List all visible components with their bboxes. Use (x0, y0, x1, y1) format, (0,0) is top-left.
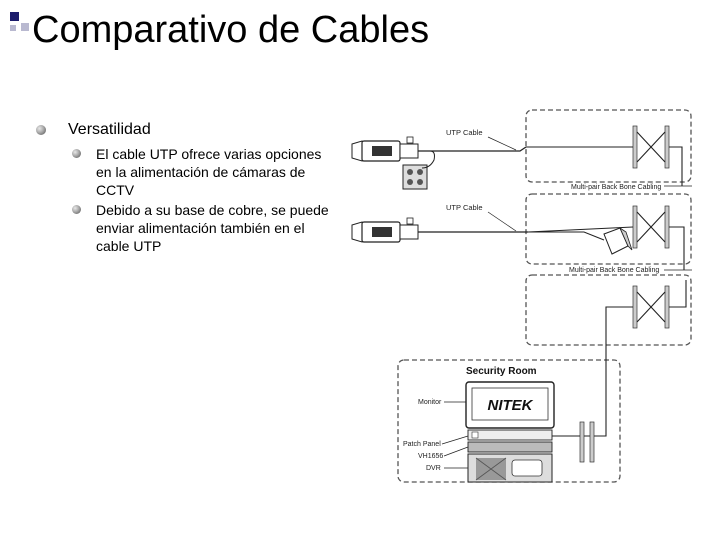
floor-zone-3 (525, 274, 692, 346)
page-title: Comparativo de Cables (32, 9, 430, 51)
bullet-list: Versatilidad El cable UTP ofrece varias … (36, 120, 336, 257)
cross-connect-floor-3 (584, 280, 687, 437)
bullet-icon (72, 205, 81, 214)
floor-zone-1 (525, 109, 692, 183)
bullet-text: Versatilidad (68, 121, 151, 138)
patch-panel-label-leader (441, 435, 469, 445)
power-box-link (528, 231, 605, 241)
bullet-versatilidad: Versatilidad (36, 120, 336, 139)
sub-bullet-text: Debido a su base de cobre, se puede envi… (96, 202, 329, 254)
monitor-icon (465, 381, 555, 429)
sub-bullet-text: El cable UTP ofrece varias opciones en l… (96, 146, 322, 198)
monitor-label: Monitor (418, 399, 442, 406)
deco-square-light-2 (10, 25, 16, 31)
patch-panel-icon (467, 429, 553, 441)
dvr-icon (467, 453, 553, 483)
cable-label-1-leader (487, 136, 517, 151)
backbone-label-2: Multi-pair Back Bone Cabling (569, 267, 659, 274)
utp-cable-label-1: UTP Cable (446, 128, 483, 137)
utp-cable-label-2: UTP Cable (446, 203, 483, 212)
vh1656-label: VH1656 (418, 453, 443, 460)
title-decoration (0, 0, 40, 40)
vh1656-unit-icon (467, 441, 553, 453)
bullet-icon (72, 149, 81, 158)
deco-square-dark (10, 12, 19, 21)
camera-1-icon (351, 136, 419, 162)
vh1656-label-leader (443, 446, 469, 457)
sub-bullet-copper-power: Debido a su base de cobre, se puede envi… (36, 201, 336, 255)
cable-label-2-leader (487, 211, 517, 232)
cross-connect-security-room (552, 421, 595, 463)
power-supply-icon (402, 164, 428, 190)
cctv-cabling-diagram: UTP Cable UTP Cable Multi-pair Back Bone… (351, 109, 692, 483)
nitek-brand-text: NITEK (488, 397, 534, 414)
backbone-label-1: Multi-pair Back Bone Cabling (571, 184, 661, 191)
utp-cable-1 (418, 146, 527, 152)
camera-2-icon (351, 217, 419, 243)
cross-connect-floor-2 (527, 205, 685, 270)
sub-bullet-utp-options: El cable UTP ofrece varias opciones en l… (36, 145, 336, 199)
security-room-title: Security Room (466, 366, 537, 377)
cross-connect-floor-1 (526, 125, 683, 186)
deco-square-light (21, 23, 29, 31)
floor-zone-2 (525, 193, 692, 265)
remote-power-box-icon (603, 226, 633, 255)
dvr-label: DVR (426, 465, 441, 472)
patch-panel-label: Patch Panel (403, 441, 441, 448)
bullet-icon (36, 125, 46, 135)
